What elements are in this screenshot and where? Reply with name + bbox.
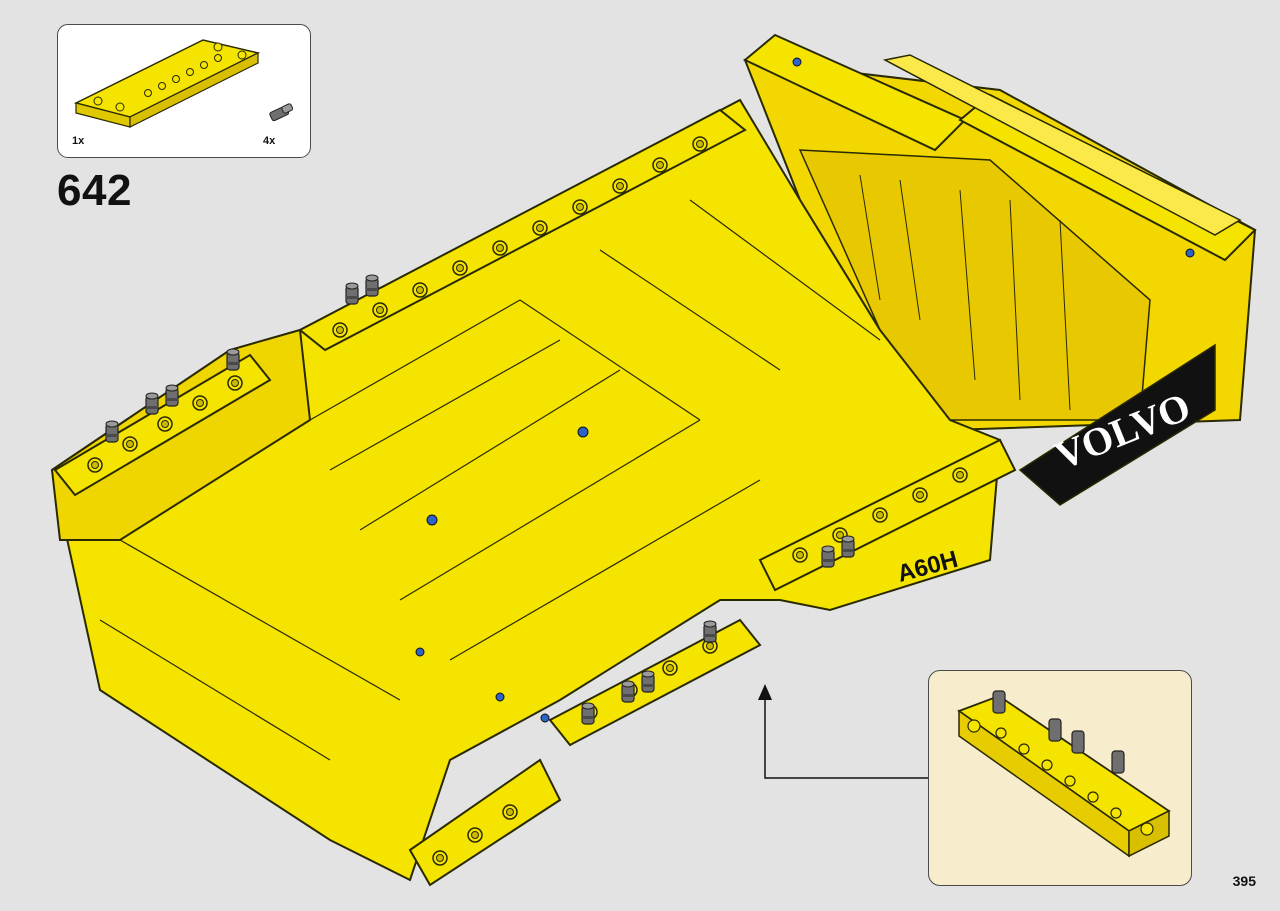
- sub-assembly-beam: [957, 694, 1171, 858]
- yellow-beam-panel-part: [73, 39, 261, 128]
- part-2-quantity: 4x: [263, 135, 276, 147]
- part-1-quantity: 1x: [72, 135, 85, 147]
- volvo-decal: [1018, 343, 1216, 506]
- grey-friction-pin-part: [269, 103, 294, 122]
- top-beam-c: [882, 54, 1242, 236]
- sub-assembly-pins: [992, 690, 1125, 774]
- page-number: 395: [1232, 873, 1256, 889]
- step-number: 642: [57, 166, 132, 215]
- assembly-pointer-arrowhead: [758, 684, 772, 700]
- side-beam-upper: [298, 108, 747, 352]
- front-tip: [408, 758, 562, 887]
- sub-assembly-callout: [928, 670, 1192, 886]
- assembly-pointer-line: [764, 698, 928, 779]
- parts-callout: 1x 4x: [57, 24, 311, 158]
